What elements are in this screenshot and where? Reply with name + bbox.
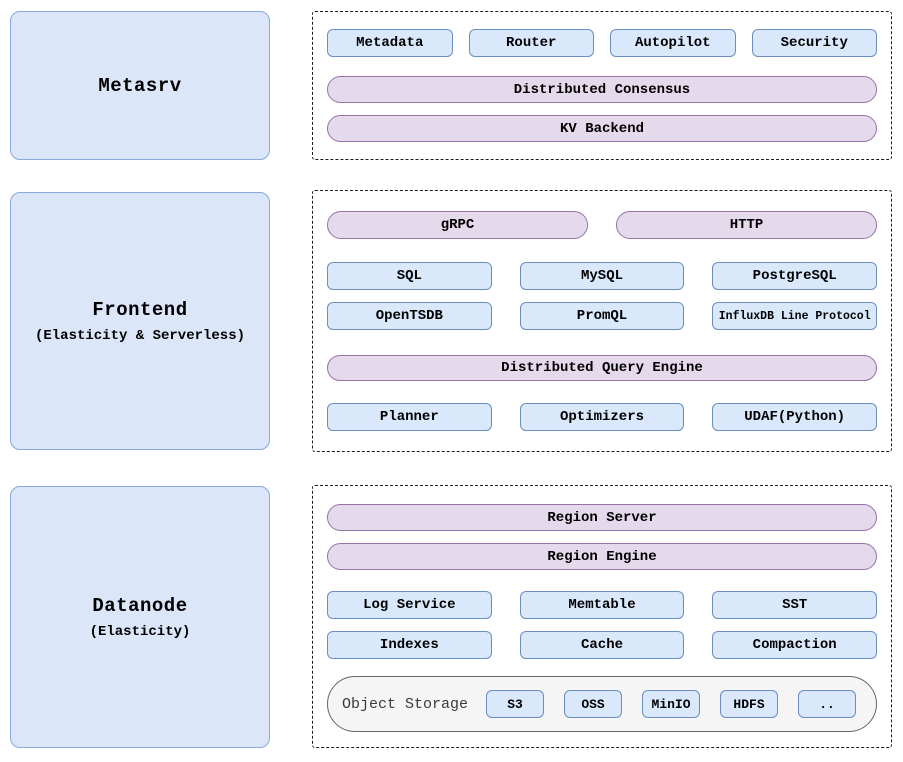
datanode-panel: Datanode (Elasticity) (10, 486, 270, 748)
indexes-box: Indexes (327, 631, 492, 659)
object-storage-capsule: Object Storage S3 OSS MinIO HDFS .. (327, 676, 877, 732)
grpc-pill: gRPC (327, 211, 588, 239)
frontend-panel: Frontend (Elasticity & Serverless) (10, 192, 270, 450)
frontend-row: Frontend (Elasticity & Serverless) gRPC … (10, 190, 892, 452)
router-box: Router (468, 29, 594, 57)
memtable-box: Memtable (519, 591, 685, 619)
udaf-python-box: UDAF(Python) (712, 403, 878, 431)
frontend-title: Frontend (92, 298, 188, 321)
frontend-components-panel: gRPC HTTP SQL MySQL PostgreSQL OpenTSDB … (312, 190, 892, 452)
entry-protocols-row: gRPC HTTP (327, 211, 877, 239)
datanode-row: Datanode (Elasticity) Region Server Regi… (10, 485, 892, 748)
object-storage-providers: S3 OSS MinIO HDFS .. (486, 690, 857, 718)
query-protocols-row2: OpenTSDB PromQL InfluxDB Line Protocol (327, 302, 878, 330)
region-server-pill: Region Server (327, 504, 877, 531)
datanode-title: Datanode (92, 594, 188, 617)
metasrv-services-row: Metadata Router Autopilot Security (327, 29, 877, 57)
opentsdb-box: OpenTSDB (327, 302, 492, 330)
frontend-subtitle: (Elasticity & Serverless) (34, 327, 246, 344)
security-box: Security (751, 29, 877, 57)
kv-backend-pill: KV Backend (327, 115, 877, 142)
sql-box: SQL (327, 262, 492, 290)
autopilot-box: Autopilot (610, 29, 736, 57)
query-protocols-row1: SQL MySQL PostgreSQL (327, 262, 878, 290)
region-engine-pill: Region Engine (327, 543, 877, 570)
sst-box: SST (712, 591, 878, 619)
optimizers-box: Optimizers (519, 403, 685, 431)
cache-box: Cache (519, 631, 685, 659)
storage-components-row1: Log Service Memtable SST (327, 591, 878, 619)
datanode-subtitle: (Elasticity) (89, 623, 191, 640)
http-pill: HTTP (616, 211, 877, 239)
other-providers-box: .. (798, 690, 857, 718)
object-storage-label: Object Storage (342, 695, 469, 713)
storage-components-row2: Indexes Cache Compaction (327, 631, 878, 659)
metasrv-components-panel: Metadata Router Autopilot Security Distr… (312, 11, 892, 160)
hdfs-box: HDFS (720, 690, 779, 718)
metadata-box: Metadata (327, 29, 453, 57)
metasrv-row: Metasrv Metadata Router Autopilot Securi… (10, 11, 892, 160)
influxdb-line-protocol-box: InfluxDB Line Protocol (712, 302, 878, 330)
distributed-query-engine-pill: Distributed Query Engine (327, 355, 877, 381)
minio-box: MinIO (642, 690, 701, 718)
postgresql-box: PostgreSQL (712, 262, 878, 290)
s3-box: S3 (486, 690, 545, 718)
compaction-box: Compaction (712, 631, 878, 659)
metasrv-panel: Metasrv (10, 11, 270, 160)
mysql-box: MySQL (519, 262, 685, 290)
planner-box: Planner (327, 403, 492, 431)
log-service-box: Log Service (327, 591, 492, 619)
distributed-consensus-pill: Distributed Consensus (327, 76, 877, 103)
oss-box: OSS (564, 690, 623, 718)
engine-components-row: Planner Optimizers UDAF(Python) (327, 403, 878, 431)
metasrv-title: Metasrv (98, 74, 182, 97)
promql-box: PromQL (519, 302, 685, 330)
datanode-components-panel: Region Server Region Engine Log Service … (312, 485, 892, 748)
